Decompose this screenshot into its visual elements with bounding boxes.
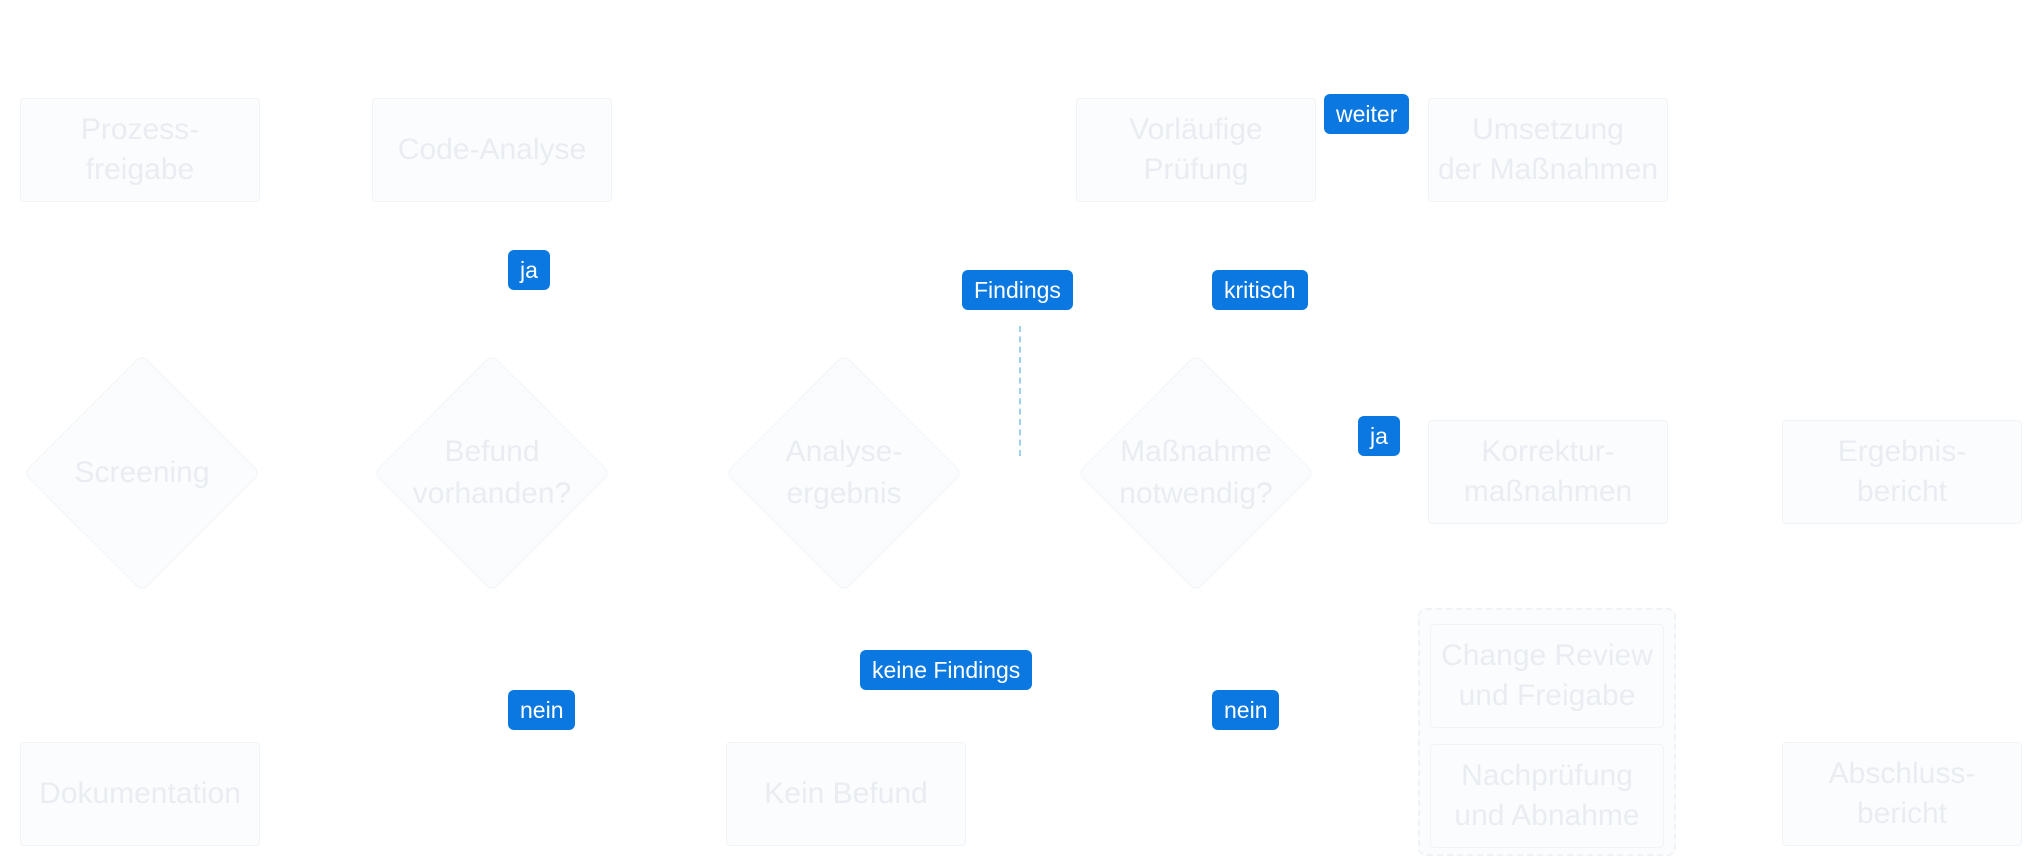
process-node-final-report: Abschluss- bericht xyxy=(1782,742,2022,846)
subprocess-group: Change Review und Freigabe Nachprüfung u… xyxy=(1418,608,1676,856)
process-node-implementation: Umsetzung der Maßnahmen xyxy=(1428,98,1668,202)
process-node-documentation: Dokumentation xyxy=(20,742,260,846)
decision-finding-present: Befund vorhanden? xyxy=(362,343,622,603)
decision-label: Analyse- ergebnis xyxy=(785,435,903,510)
edge-label-ja-right: ja xyxy=(1358,416,1400,456)
edge-label-nein-right: nein xyxy=(1212,690,1280,730)
decision-label: Befund vorhanden? xyxy=(412,435,572,510)
process-node-preliminary-check: Vorläufige Prüfung xyxy=(1076,98,1316,202)
process-node-code-analysis: Code-Analyse xyxy=(372,98,612,202)
edge-label-nein-left: nein xyxy=(508,690,576,730)
process-node-no-finding: Kein Befund xyxy=(726,742,966,846)
edge-label-keine-findings: keine Findings xyxy=(860,650,1033,690)
edge-label-ja-top: ja xyxy=(508,250,550,290)
decision-label: Screening xyxy=(74,456,210,489)
edge-label-weiter: weiter xyxy=(1324,94,1410,134)
decision-action-required: Maßnahme notwendig? xyxy=(1066,343,1326,603)
decision-screening: Screening xyxy=(12,343,272,603)
edge-label-kritisch: kritisch xyxy=(1212,270,1308,310)
decision-label: Maßnahme notwendig? xyxy=(1119,435,1273,510)
group-node-change-review: Change Review und Freigabe xyxy=(1430,624,1664,728)
decision-analysis-result: Analyse- ergebnis xyxy=(714,343,974,603)
edge-findings-dashed xyxy=(1019,326,1021,456)
edge-label-findings: Findings xyxy=(962,270,1073,310)
group-node-reinspection: Nachprüfung und Abnahme xyxy=(1430,744,1664,848)
process-node-release: Prozess- freigabe xyxy=(20,98,260,202)
process-node-corrective-actions: Korrektur- maßnahmen xyxy=(1428,420,1668,524)
process-node-result-report: Ergebnis- bericht xyxy=(1782,420,2022,524)
